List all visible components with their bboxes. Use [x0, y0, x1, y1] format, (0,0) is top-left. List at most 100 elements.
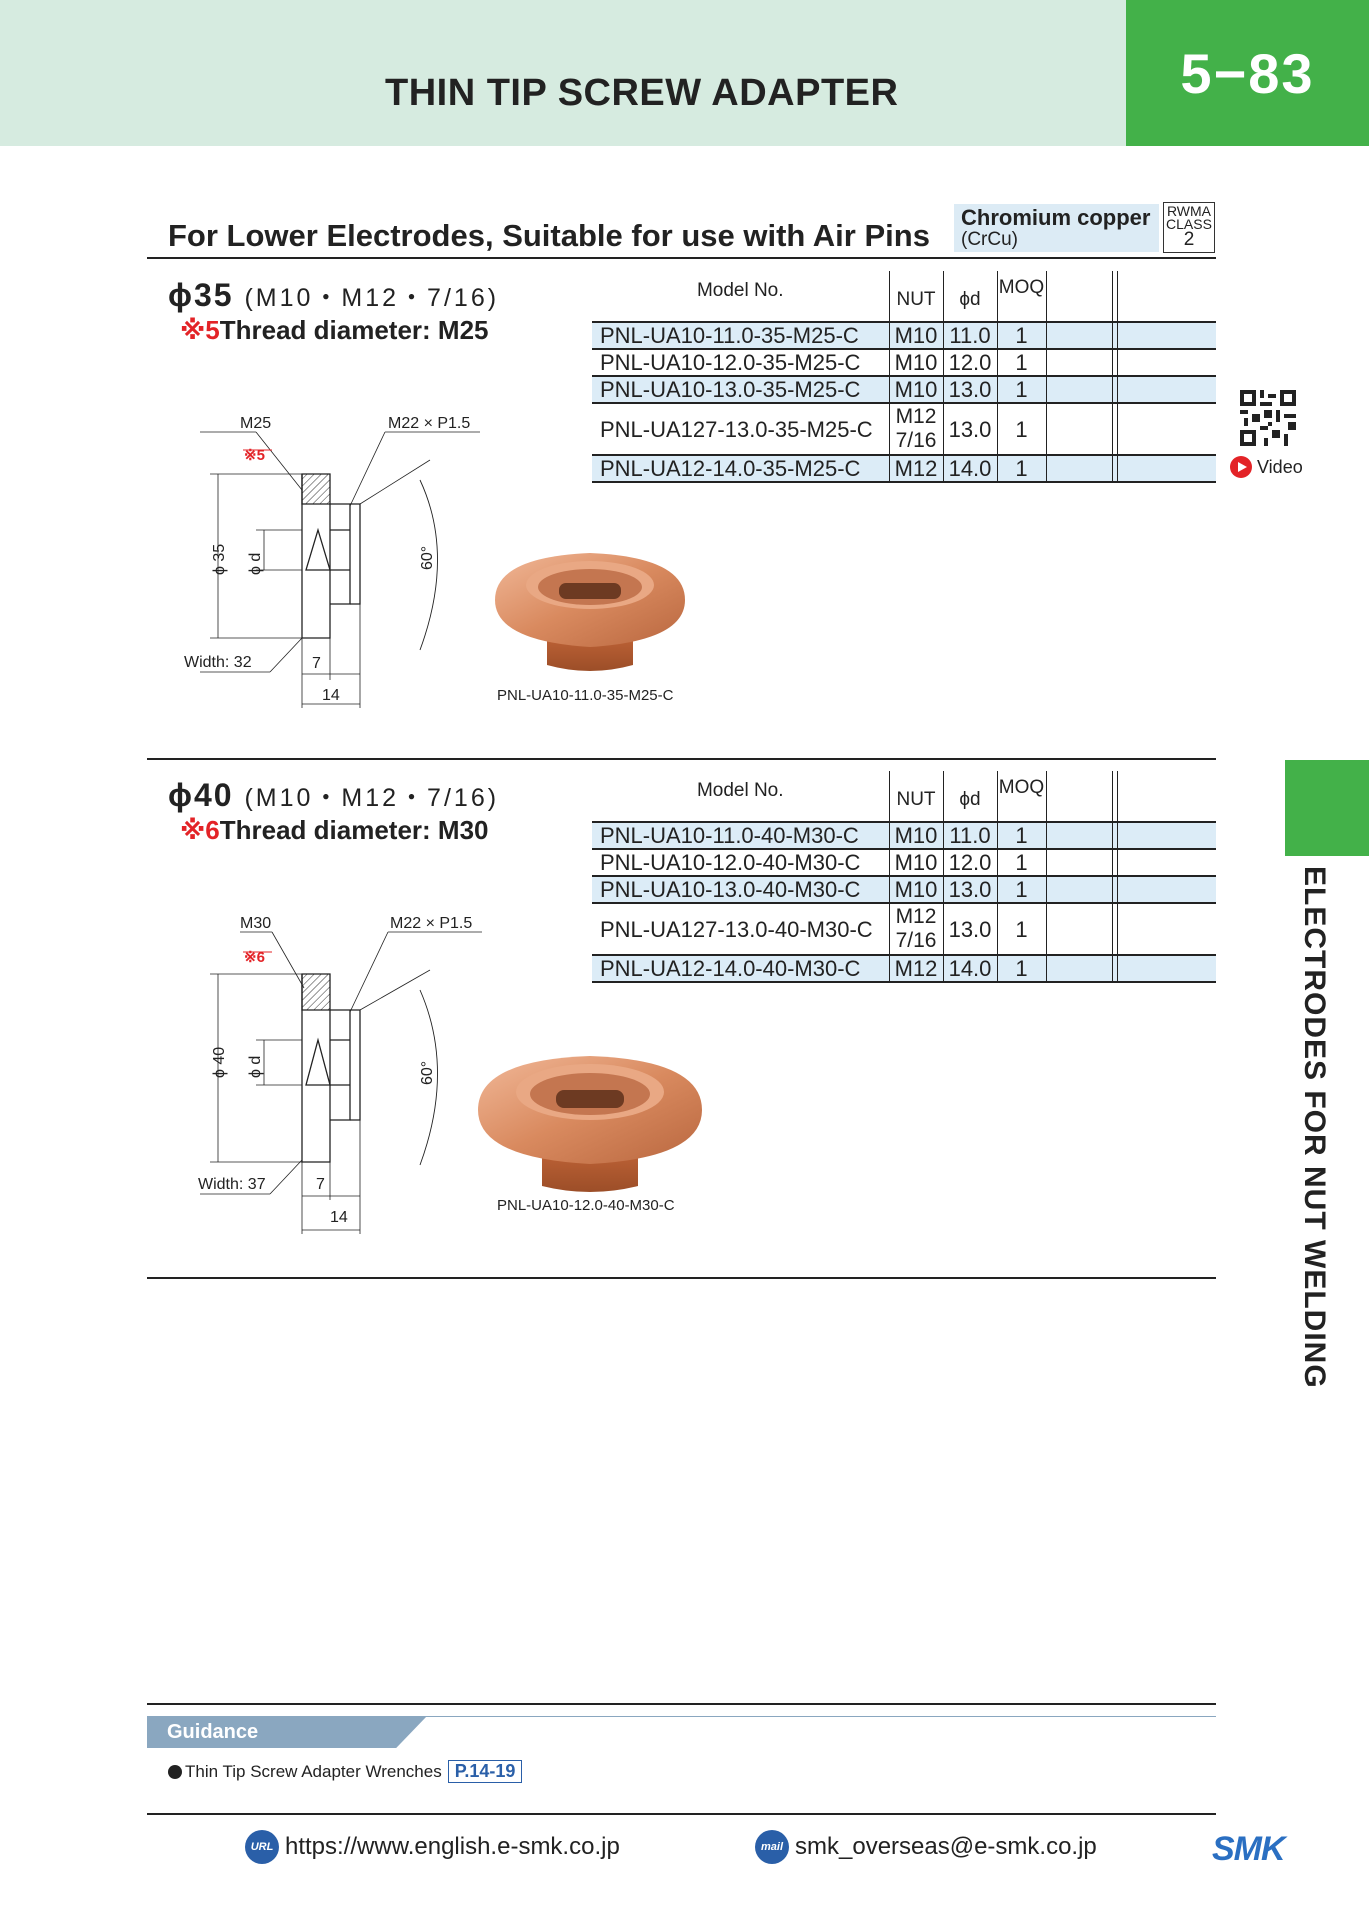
technical-drawing: M25 ※5 M22 × P1.5 ϕ 35 ϕ d 60° Width: 32… [184, 415, 480, 708]
dim-small-label: 7 [316, 1176, 325, 1193]
col-moq: MOQ [996, 271, 1046, 323]
play-icon [1230, 456, 1252, 478]
thread-mark: ※6 [244, 949, 265, 966]
moq-cell: 1 [996, 322, 1046, 350]
col-model: Model No. [592, 771, 889, 823]
group-diameter: ϕ35 [168, 277, 234, 313]
section-top-rule [147, 257, 1216, 259]
note-mark: ※6 [180, 815, 220, 845]
inner-dia-label: ϕ d [247, 1056, 264, 1078]
width-label: Width: 37 [198, 1176, 266, 1193]
photo-caption: PNL-UA10-11.0-35-M25-C [497, 687, 674, 704]
thread-label: M25 [240, 415, 271, 432]
bullet-icon [168, 1764, 182, 1779]
website-link[interactable]: URL https://www.english.e-smk.co.jp [245, 1830, 620, 1864]
moq-cell: 1 [996, 903, 1046, 956]
page-title: THIN TIP SCREW ADAPTER [385, 72, 899, 114]
nut-cell: M12 [888, 455, 943, 483]
table-header-row: Model No. NUT ϕd MOQ [592, 771, 1216, 823]
video-label: Video [1257, 456, 1303, 477]
moq-cell: 1 [996, 955, 1046, 983]
material-code: (CrCu) [961, 229, 1018, 250]
nut-value: M12 [895, 905, 937, 928]
col-nut: NUT [888, 271, 943, 323]
d-cell: 12.0 [942, 849, 997, 877]
table-header-row: Model No. NUT ϕd MOQ [592, 271, 1216, 323]
email-address: smk_overseas@e-smk.co.jp [795, 1833, 1097, 1860]
model-cell: PNL-UA10-12.0-40-M30-C [592, 849, 889, 877]
group-sizes: (M10・M12・7/16) [244, 284, 500, 312]
d-cell: 13.0 [942, 376, 997, 404]
model-cell: PNL-UA127-13.0-35-M25-C [592, 403, 889, 456]
model-cell: PNL-UA127-13.0-40-M30-C [592, 903, 889, 956]
col-moq: MOQ [996, 771, 1046, 823]
video-link[interactable]: Video [1230, 456, 1303, 478]
nut-cell: M10 [888, 849, 943, 877]
table-row: PNL-UA10-13.0-40-M30-C M10 13.0 1 [592, 876, 1216, 904]
header-band [0, 0, 1126, 146]
d-cell: 13.0 [942, 876, 997, 904]
d-cell: 13.0 [942, 903, 997, 956]
spec-table: Model No. NUT ϕd MOQ PNL-UA10-11.0-35-M2… [592, 271, 1216, 483]
email-link[interactable]: mail smk_overseas@e-smk.co.jp [755, 1830, 1097, 1864]
inner-dia-label: ϕ d [247, 553, 264, 575]
d-cell: 14.0 [942, 955, 997, 983]
table-row: PNL-UA10-12.0-35-M25-C M10 12.0 1 [592, 349, 1216, 377]
nut-cell: M12 7/16 [888, 903, 943, 956]
material-name: Chromium copper [961, 205, 1151, 230]
table-row: PNL-UA10-12.0-40-M30-C M10 12.0 1 [592, 849, 1216, 877]
note-text: Thread diameter: M25 [219, 315, 489, 345]
page-ref-link[interactable]: P.14-19 [447, 1760, 523, 1783]
side-category-label: ELECTRODES FOR NUT WELDING [1298, 866, 1331, 1389]
section-bottom-rule [147, 1277, 1216, 1279]
section-heading: For Lower Electrodes, Suitable for use w… [168, 218, 930, 253]
table-row: PNL-UA12-14.0-40-M30-C M12 14.0 1 [592, 955, 1216, 983]
model-cell: PNL-UA10-13.0-35-M25-C [592, 376, 889, 404]
guidance-item-text: Thin Tip Screw Adapter Wrenches [185, 1761, 442, 1781]
nut-cell: M12 7/16 [888, 403, 943, 456]
angle-label: 60° [419, 1061, 436, 1085]
nut-cell: M10 [888, 376, 943, 404]
note-mark: ※5 [180, 315, 220, 345]
side-tab [1285, 760, 1369, 856]
col-d: ϕd [942, 271, 997, 323]
moq-cell: 1 [996, 849, 1046, 877]
thread-note: ※6Thread diameter: M30 [180, 815, 489, 846]
d-cell: 11.0 [942, 822, 997, 850]
rwma-class-value: 2 [1183, 229, 1195, 250]
nut-thread-label: M22 × P1.5 [390, 915, 472, 932]
nut-thread-label: M22 × P1.5 [388, 415, 470, 432]
table-row: PNL-UA12-14.0-35-M25-C M12 14.0 1 [592, 455, 1216, 483]
dim-small-label: 7 [312, 655, 321, 672]
moq-cell: 1 [996, 403, 1046, 456]
rwma-class-badge: RWMA CLASS 2 [1163, 202, 1215, 253]
nut-cell: M10 [888, 876, 943, 904]
angle-label: 60° [419, 546, 436, 570]
d-cell: 14.0 [942, 455, 997, 483]
moq-cell: 1 [996, 876, 1046, 904]
guidance-tab: Guidance [147, 1716, 427, 1748]
nut-value-alt: 7/16 [895, 429, 937, 452]
note-text: Thread diameter: M30 [219, 815, 489, 845]
table-row: PNL-UA10-11.0-40-M30-C M10 11.0 1 [592, 822, 1216, 850]
model-cell: PNL-UA12-14.0-35-M25-C [592, 455, 889, 483]
nut-value: M12 [895, 405, 937, 428]
model-cell: PNL-UA10-13.0-40-M30-C [592, 876, 889, 904]
rwma-label: RWMA [1166, 203, 1212, 219]
model-cell: PNL-UA12-14.0-40-M30-C [592, 955, 889, 983]
group-divider [147, 758, 1216, 760]
thread-label: M30 [240, 915, 271, 932]
dim-total-label: 14 [322, 687, 340, 704]
moq-cell: 1 [996, 822, 1046, 850]
qr-code-icon[interactable] [1240, 390, 1296, 446]
guidance-top-rule [147, 1703, 1216, 1705]
col-nut: NUT [888, 771, 943, 823]
table-row: PNL-UA10-13.0-35-M25-C M10 13.0 1 [592, 376, 1216, 404]
product-photo [478, 1056, 702, 1192]
nut-value-alt: 7/16 [895, 929, 937, 952]
company-logo: SMK [1212, 1830, 1286, 1868]
col-d: ϕd [942, 771, 997, 823]
nut-cell: M10 [888, 322, 943, 350]
col-model: Model No. [592, 271, 889, 323]
nut-cell: M12 [888, 955, 943, 983]
